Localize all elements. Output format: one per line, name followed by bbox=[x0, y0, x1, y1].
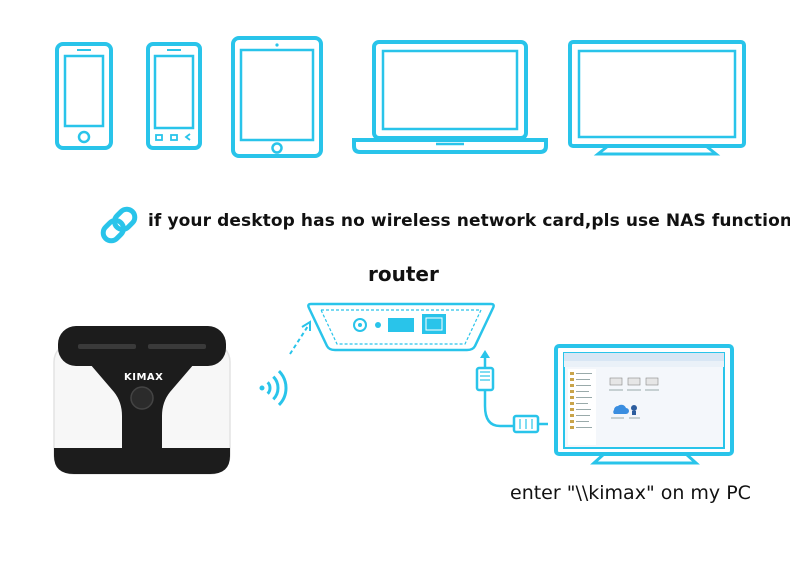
hdd-docking-station: KIMAX bbox=[53, 326, 231, 475]
router-label: router bbox=[368, 262, 439, 286]
ethernet-cable bbox=[475, 350, 548, 434]
smartphone-icon bbox=[55, 42, 113, 150]
wireless-link-arrow bbox=[289, 320, 311, 355]
laptop-icon bbox=[352, 40, 548, 154]
dock-brand-logo: KIMAX bbox=[124, 372, 163, 383]
tablet-icon bbox=[231, 36, 323, 158]
nas-note: if your desktop has no wireless network … bbox=[96, 200, 790, 250]
pc-monitor bbox=[554, 344, 734, 465]
android-phone-icon bbox=[146, 42, 202, 150]
wifi-signal-icon bbox=[259, 369, 288, 407]
router-icon bbox=[307, 302, 495, 352]
nas-note-text: if your desktop has no wireless network … bbox=[148, 211, 790, 231]
link-icon bbox=[100, 206, 138, 244]
monitor-icon bbox=[568, 40, 746, 156]
pc-instruction: enter "\\kimax" on my PC bbox=[510, 482, 751, 504]
